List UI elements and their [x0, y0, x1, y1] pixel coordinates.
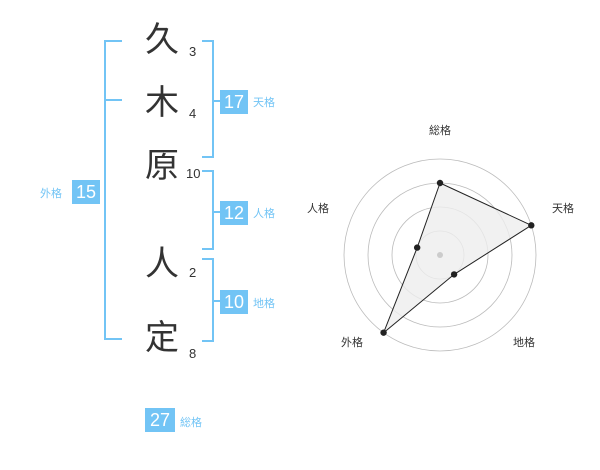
radar-polygon [383, 182, 533, 334]
radar-ring-4 [343, 158, 537, 352]
radar-points [380, 179, 535, 336]
radar-axis-label-jinkaku: 人格 [307, 201, 329, 215]
radar-chart: 総格 天格 地格 外格 人格 [307, 123, 574, 352]
name-char-3: 原 [145, 146, 179, 186]
gaikaku-label: 外格 [40, 187, 62, 200]
radar-point-4 [413, 244, 421, 251]
radar-point-1 [528, 222, 535, 229]
tenkaku-label: 天格 [253, 96, 275, 109]
soukaku-label: 総格 [180, 416, 202, 429]
radar-center-dot [437, 252, 443, 258]
jinkaku-label: 人格 [253, 207, 275, 220]
soukaku-value: 27 [145, 408, 175, 432]
stroke-count-1: 3 [189, 44, 197, 59]
radar-point-2 [450, 271, 458, 278]
radar-point-0 [436, 179, 444, 187]
name-char-2: 木 [145, 83, 179, 123]
radar-point-3 [380, 329, 387, 336]
name-char-5: 定 [145, 318, 179, 358]
gaikaku-value: 15 [72, 180, 100, 204]
chikaku-value: 10 [220, 290, 248, 314]
stroke-count-5: 8 [189, 346, 197, 361]
radar-axis-label-chikaku: 地格 [513, 335, 535, 349]
radar-axis-label-soukaku: 総格 [429, 123, 451, 137]
stroke-count-2: 4 [189, 106, 197, 121]
name-char-4: 人 [145, 244, 179, 284]
name-char-1: 久 [145, 20, 179, 60]
stroke-count-4: 2 [189, 265, 197, 280]
tenkaku-value: 17 [220, 90, 248, 114]
stroke-count-3: 10 [186, 166, 201, 181]
radar-axis-label-tenkaku: 天格 [552, 201, 574, 215]
radar-axis-label-gaikaku: 外格 [341, 335, 363, 349]
jinkaku-value: 12 [220, 201, 248, 225]
chikaku-label: 地格 [253, 297, 275, 310]
